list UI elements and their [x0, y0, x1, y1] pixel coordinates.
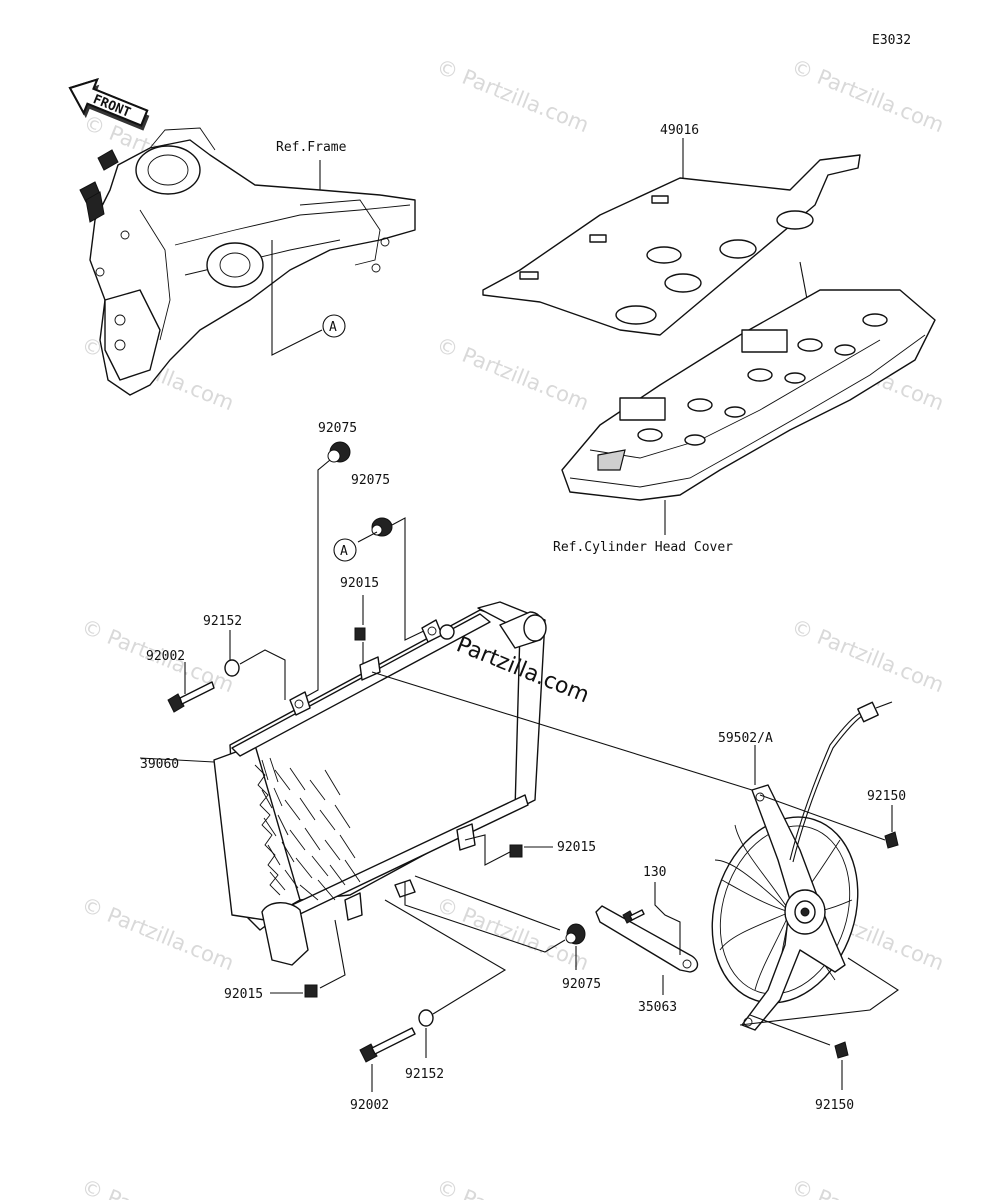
clip-92015-top — [354, 595, 366, 675]
ref-frame-label: Ref.Frame — [276, 140, 347, 155]
watermark: © Partzilla.com — [788, 614, 947, 697]
ref-cylinder-head-cover-label: Ref.Cylinder Head Cover — [553, 540, 733, 555]
part-92002-label-left: 92002 — [146, 649, 185, 664]
part-39060-label: 39060 — [140, 757, 179, 772]
bracket-35063 — [595, 905, 699, 995]
ref-a-callout: A — [322, 314, 346, 338]
watermark: © Partzilla.com — [433, 54, 592, 137]
ref-a-letter-2: A — [340, 544, 348, 559]
ref-a-letter: A — [329, 320, 337, 335]
grommet-92075-mid — [357, 517, 431, 641]
collar-92152-left — [224, 630, 286, 700]
part-92015-label-top: 92015 — [340, 576, 379, 591]
part-59502-label: 59502/A — [718, 731, 773, 746]
watermark: © Partzilla.com — [78, 892, 237, 975]
part-35063-label: 35063 — [638, 1000, 677, 1015]
frame-drawing — [79, 127, 416, 396]
watermark: © Partzilla.com — [433, 1174, 592, 1200]
part-92152-label-left: 92152 — [203, 614, 242, 629]
radiator-39060 — [139, 601, 753, 966]
part-92015-label-bottom: 92015 — [224, 987, 263, 1002]
clip-92015-right — [464, 834, 553, 866]
screw-92150-top — [884, 805, 899, 849]
collar-92152-bottom — [384, 899, 507, 1058]
bolt-130 — [622, 882, 681, 955]
screw-92150-bottom — [834, 1041, 849, 1090]
diagram-code: E3032 — [872, 33, 911, 48]
part-92015-label-right: 92015 — [557, 840, 596, 855]
part-130-label: 130 — [643, 865, 666, 880]
cylinder-head-cover — [561, 289, 936, 535]
watermark: © Partzilla.com — [433, 332, 592, 415]
part-92002-label-bottom: 92002 — [350, 1098, 389, 1113]
grommet-92075-bottom — [404, 875, 586, 970]
part-92075-label-top: 92075 — [318, 421, 357, 436]
part-92075-label-mid: 92075 — [351, 473, 390, 488]
part-92150-label-top: 92150 — [867, 789, 906, 804]
bolt-92002-left — [167, 662, 215, 713]
bolt-92002-bottom — [359, 1027, 416, 1092]
grommet-92075-top — [299, 441, 351, 701]
part-49016-label: 49016 — [660, 123, 699, 138]
watermark: © Partzilla.com — [788, 1174, 947, 1200]
gasket-49016 — [482, 138, 861, 336]
fan-59502 — [711, 701, 899, 1046]
ref-a-callout-2: A — [333, 538, 357, 562]
part-92150-label-bottom: 92150 — [815, 1098, 854, 1113]
radiator-fins — [254, 757, 361, 901]
front-arrow-icon: FRONT — [68, 77, 150, 131]
clip-92015-bottom — [270, 919, 346, 998]
part-92075-label-bottom: 92075 — [562, 977, 601, 992]
watermark: © Partzilla.com — [78, 1174, 237, 1200]
part-92152-label-bottom: 92152 — [405, 1067, 444, 1082]
watermark: © Partzilla.com — [788, 54, 947, 137]
